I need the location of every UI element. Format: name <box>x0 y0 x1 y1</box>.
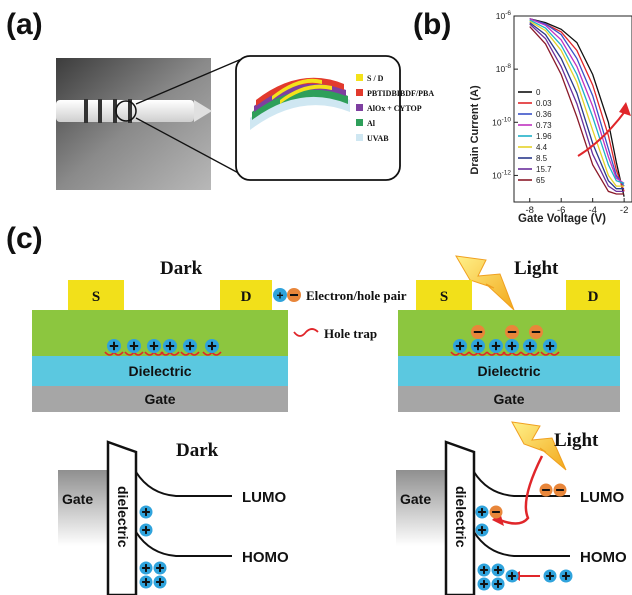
panel-label-b: (b) <box>413 8 452 41</box>
gate-band-light <box>396 470 446 546</box>
dark-device: Dark S D Dielectric Gate <box>32 258 288 412</box>
dark-band-diagram: Gate dielectric Dark LUMO HOMO <box>58 440 289 595</box>
band-dielectric-label-light: dielectric <box>453 486 469 548</box>
legend-b-label-1: 0.03 <box>536 99 552 108</box>
dielectric-barrier-dark <box>106 440 138 595</box>
gate-layer-light <box>398 386 620 412</box>
source-label-dark: S <box>92 289 100 305</box>
series-line-4_4 <box>529 20 625 187</box>
lumo-label-light: LUMO <box>580 489 624 506</box>
light-title-band: Light <box>554 430 599 451</box>
legend-a-swatch-2 <box>356 104 363 111</box>
electron-hole-pair-label: Electron/hole pair <box>306 288 407 303</box>
dark-title-band: Dark <box>176 440 219 461</box>
hole-trap-legend: Hole trap <box>293 326 377 341</box>
panel-c-figure: Dark S D Dielectric Gate + Electron/hole… <box>32 255 627 595</box>
x-axis-label: Gate Voltage (V) <box>518 213 606 225</box>
band-gate-label-light: Gate <box>400 491 431 507</box>
series-line-15_7 <box>529 23 625 193</box>
series-line-0_36 <box>529 18 625 187</box>
x-tick-label: -6 <box>557 205 565 216</box>
y-tick-label: 10-6 <box>496 10 512 21</box>
legend-b-label-8: 65 <box>536 176 545 185</box>
hole-trap-icon <box>293 328 319 337</box>
dielectric-barrier-light <box>444 440 476 595</box>
y-tick-label: 10-12 <box>492 169 511 180</box>
drain-electrode-light <box>566 280 620 310</box>
legend-hole-icon <box>273 288 287 302</box>
panel-label-c: (c) <box>6 222 43 255</box>
panel-label-a: (a) <box>6 8 43 41</box>
dielectric-label-light: Dielectric <box>477 363 540 379</box>
zoom-line-bottom <box>135 117 245 177</box>
zoom-line-top <box>135 57 245 105</box>
legend-a-swatch-0 <box>356 74 363 81</box>
legend-b-label-7: 15.7 <box>536 165 552 174</box>
photo-background <box>56 58 211 190</box>
transfer-curve-chart: Drain Current (A) Gate Voltage (V) -8 -6 -… <box>469 10 632 225</box>
legend-b-label-0: 0 <box>536 88 541 97</box>
homo-label-light: HOMO <box>580 549 627 566</box>
y-axis-label: Drain Current (A) <box>469 85 481 175</box>
gate-layer-dark <box>32 386 288 412</box>
legend-a-swatch-4 <box>356 134 363 141</box>
series-line-1_96 <box>529 19 625 185</box>
legend-b-label-6: 8.5 <box>536 154 548 163</box>
x-tick-label: -8 <box>526 205 534 216</box>
legend-b-label-4: 1.96 <box>536 132 552 141</box>
lumo-label-dark: LUMO <box>242 489 286 506</box>
band-gate-label-dark: Gate <box>62 491 93 507</box>
dielectric-layer-light <box>398 356 620 386</box>
drain-label-light: D <box>588 289 599 305</box>
y-tick-label: 10-10 <box>492 116 511 127</box>
gate-label-dark: Gate <box>144 391 175 407</box>
legend-a-label-4: UVAB <box>367 134 389 143</box>
homo-band-dark <box>135 531 232 557</box>
series-line-65 <box>529 26 625 195</box>
drain-label-dark: D <box>241 289 252 305</box>
y-tick-label: 10-8 <box>496 63 512 74</box>
excitation-arrow <box>499 455 544 525</box>
light-device: Light S D Dielectric Gate <box>398 255 620 412</box>
source-electrode-dark <box>68 280 124 310</box>
hole-trap-label: Hole trap <box>324 326 377 341</box>
series-line-0 <box>529 18 625 197</box>
dark-title-device: Dark <box>160 258 203 279</box>
lumo-band-light <box>473 471 570 497</box>
series-line-0_73 <box>529 18 625 184</box>
lightning-bolt-band-icon <box>511 421 567 471</box>
dielectric-label-dark: Dielectric <box>128 363 191 379</box>
source-label-light: S <box>440 289 448 305</box>
homo-label-dark: HOMO <box>242 549 289 566</box>
homo-band-light <box>473 531 570 557</box>
band-dielectric-label-dark: dielectric <box>115 486 131 548</box>
lumo-band-dark <box>135 471 232 497</box>
series-line-8_5 <box>529 22 625 190</box>
source-electrode-light <box>416 280 472 310</box>
electron-hole-pair-legend: + Electron/hole pair <box>273 288 407 303</box>
legend-b-label-3: 0.73 <box>536 121 552 130</box>
legend-b-label-5: 4.4 <box>536 143 548 152</box>
x-tick-label: -4 <box>588 205 596 216</box>
gate-band-dark <box>58 470 108 546</box>
legend-a-label-1: PBTIDBIBDF/PBA <box>367 89 434 98</box>
legend-a-label-3: Al <box>367 119 376 128</box>
drain-electrode-dark <box>220 280 272 310</box>
device-stack-illustration <box>250 77 350 130</box>
light-title-device: Light <box>514 258 559 279</box>
dielectric-layer-dark <box>32 356 288 386</box>
light-band-diagram: Gate dielectric Light LUMO HOMO <box>396 421 627 595</box>
legend-a-swatch-1 <box>356 89 363 96</box>
legend-a-swatch-3 <box>356 119 363 126</box>
x-tick-label: -2 <box>620 205 628 216</box>
trend-arrow <box>577 102 631 157</box>
plot-frame <box>513 15 632 203</box>
legend-a-label-2: AlOx + CYTOP <box>367 104 422 113</box>
gate-label-light: Gate <box>493 391 524 407</box>
svg-text:+: + <box>276 289 283 303</box>
legend-a-label-0: S / D <box>367 74 384 83</box>
legend-b-label-2: 0.36 <box>536 110 552 119</box>
pen-photo <box>56 99 212 123</box>
